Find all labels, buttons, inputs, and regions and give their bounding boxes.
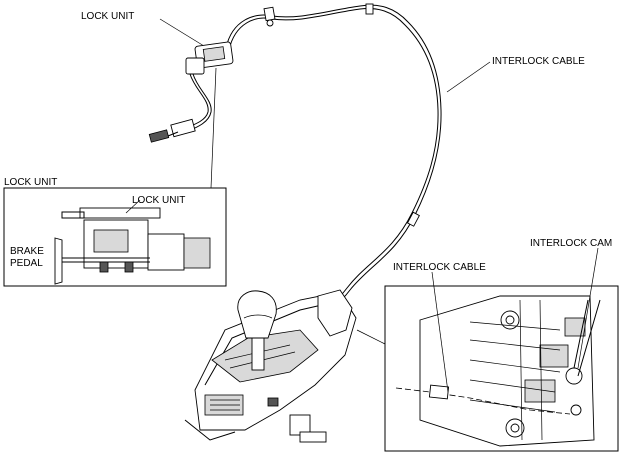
- label-lock-unit-top: LOCK UNIT: [81, 11, 134, 22]
- lock-unit-top: [148, 41, 234, 143]
- shift-lever-assembly: [184, 289, 357, 443]
- lock-unit-inset: [3, 187, 227, 287]
- label-brake-line1: BRAKE: [10, 246, 44, 257]
- inset-callouts: [125, 199, 599, 393]
- label-interlock-cable-inset: INTERLOCK CABLE: [393, 262, 486, 273]
- interlock-cam-inset: [384, 285, 619, 452]
- interlock-cable: [225, 3, 442, 307]
- label-brake-line2: PEDAL: [10, 258, 43, 269]
- callout-lines: [159, 18, 491, 345]
- label-interlock-cable: INTERLOCK CABLE: [492, 56, 585, 67]
- label-interlock-cam: INTERLOCK CAM: [530, 238, 612, 249]
- label-lock-unit-inset: LOCK UNIT: [132, 195, 185, 206]
- inset-title-lock-unit: LOCK UNIT: [4, 177, 57, 188]
